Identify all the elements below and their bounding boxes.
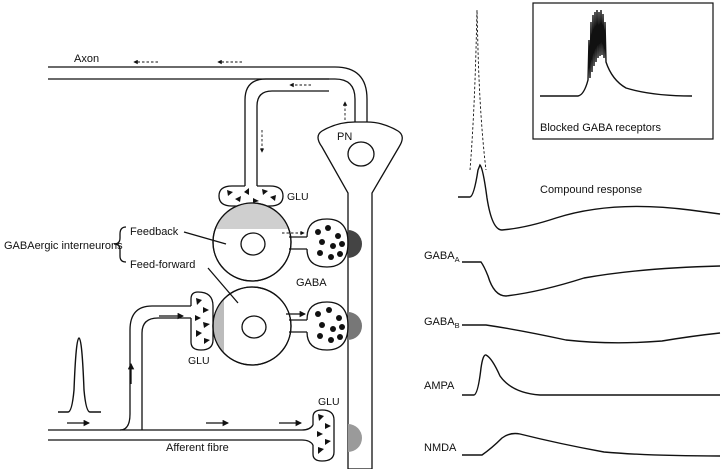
axon-label: Axon: [74, 53, 99, 65]
feed-forward-interneuron: [212, 286, 349, 366]
blocked-gaba-inset: Blocked GABA receptors: [532, 2, 714, 140]
afferent-fibre: [48, 305, 314, 446]
pn-nucleus: [347, 141, 375, 167]
gabaergic-interneurons-label: GABAergic interneurons: [4, 240, 123, 252]
glu-terminal-bottom: [312, 409, 335, 462]
principal-neuron: [317, 121, 403, 469]
feedback-interneuron: [212, 202, 349, 282]
input-spike-trace: [58, 337, 101, 413]
glu-middle-label: GLU: [188, 355, 210, 367]
ampa-trace: AMPA: [424, 354, 720, 396]
gaba-receptor-patch-1: [348, 230, 362, 258]
axon-signal-arrows: [133, 59, 348, 153]
gaba-b-label: GABAB: [424, 316, 460, 330]
afferent-signal-arrows: [67, 312, 303, 427]
glu-top-label: GLU: [287, 191, 309, 203]
nmda-label: NMDA: [424, 442, 457, 454]
gaba-label: GABA: [296, 277, 327, 289]
svg-text:Blocked GABA receptors: Blocked GABA receptors: [540, 122, 662, 134]
feedback-label: Feedback: [130, 226, 179, 238]
feed-forward-label: Feed-forward: [130, 259, 195, 271]
compound-response-trace: Compound response: [458, 9, 721, 231]
feed-forward-pointer: [207, 267, 239, 304]
feedback-pointer: [183, 231, 227, 245]
afferent-fibre-label: Afferent fibre: [166, 442, 229, 454]
interneuron-brace: [113, 226, 127, 263]
gaba-receptor-patch-2: [348, 312, 362, 340]
glu-terminal-middle: [190, 291, 214, 351]
glu-receptor-patch: [348, 424, 362, 452]
pn-label: PN: [337, 131, 352, 143]
gaba-a-trace: GABAA: [424, 250, 721, 297]
nmda-trace: NMDA: [424, 432, 721, 457]
gaba-b-trace: GABAB: [424, 316, 721, 344]
glu-bottom-label: GLU: [318, 396, 340, 408]
compound-response-label: Compound response: [540, 184, 642, 196]
ampa-label: AMPA: [424, 380, 455, 392]
axon: [48, 66, 368, 186]
gaba-a-label: GABAA: [424, 250, 460, 264]
